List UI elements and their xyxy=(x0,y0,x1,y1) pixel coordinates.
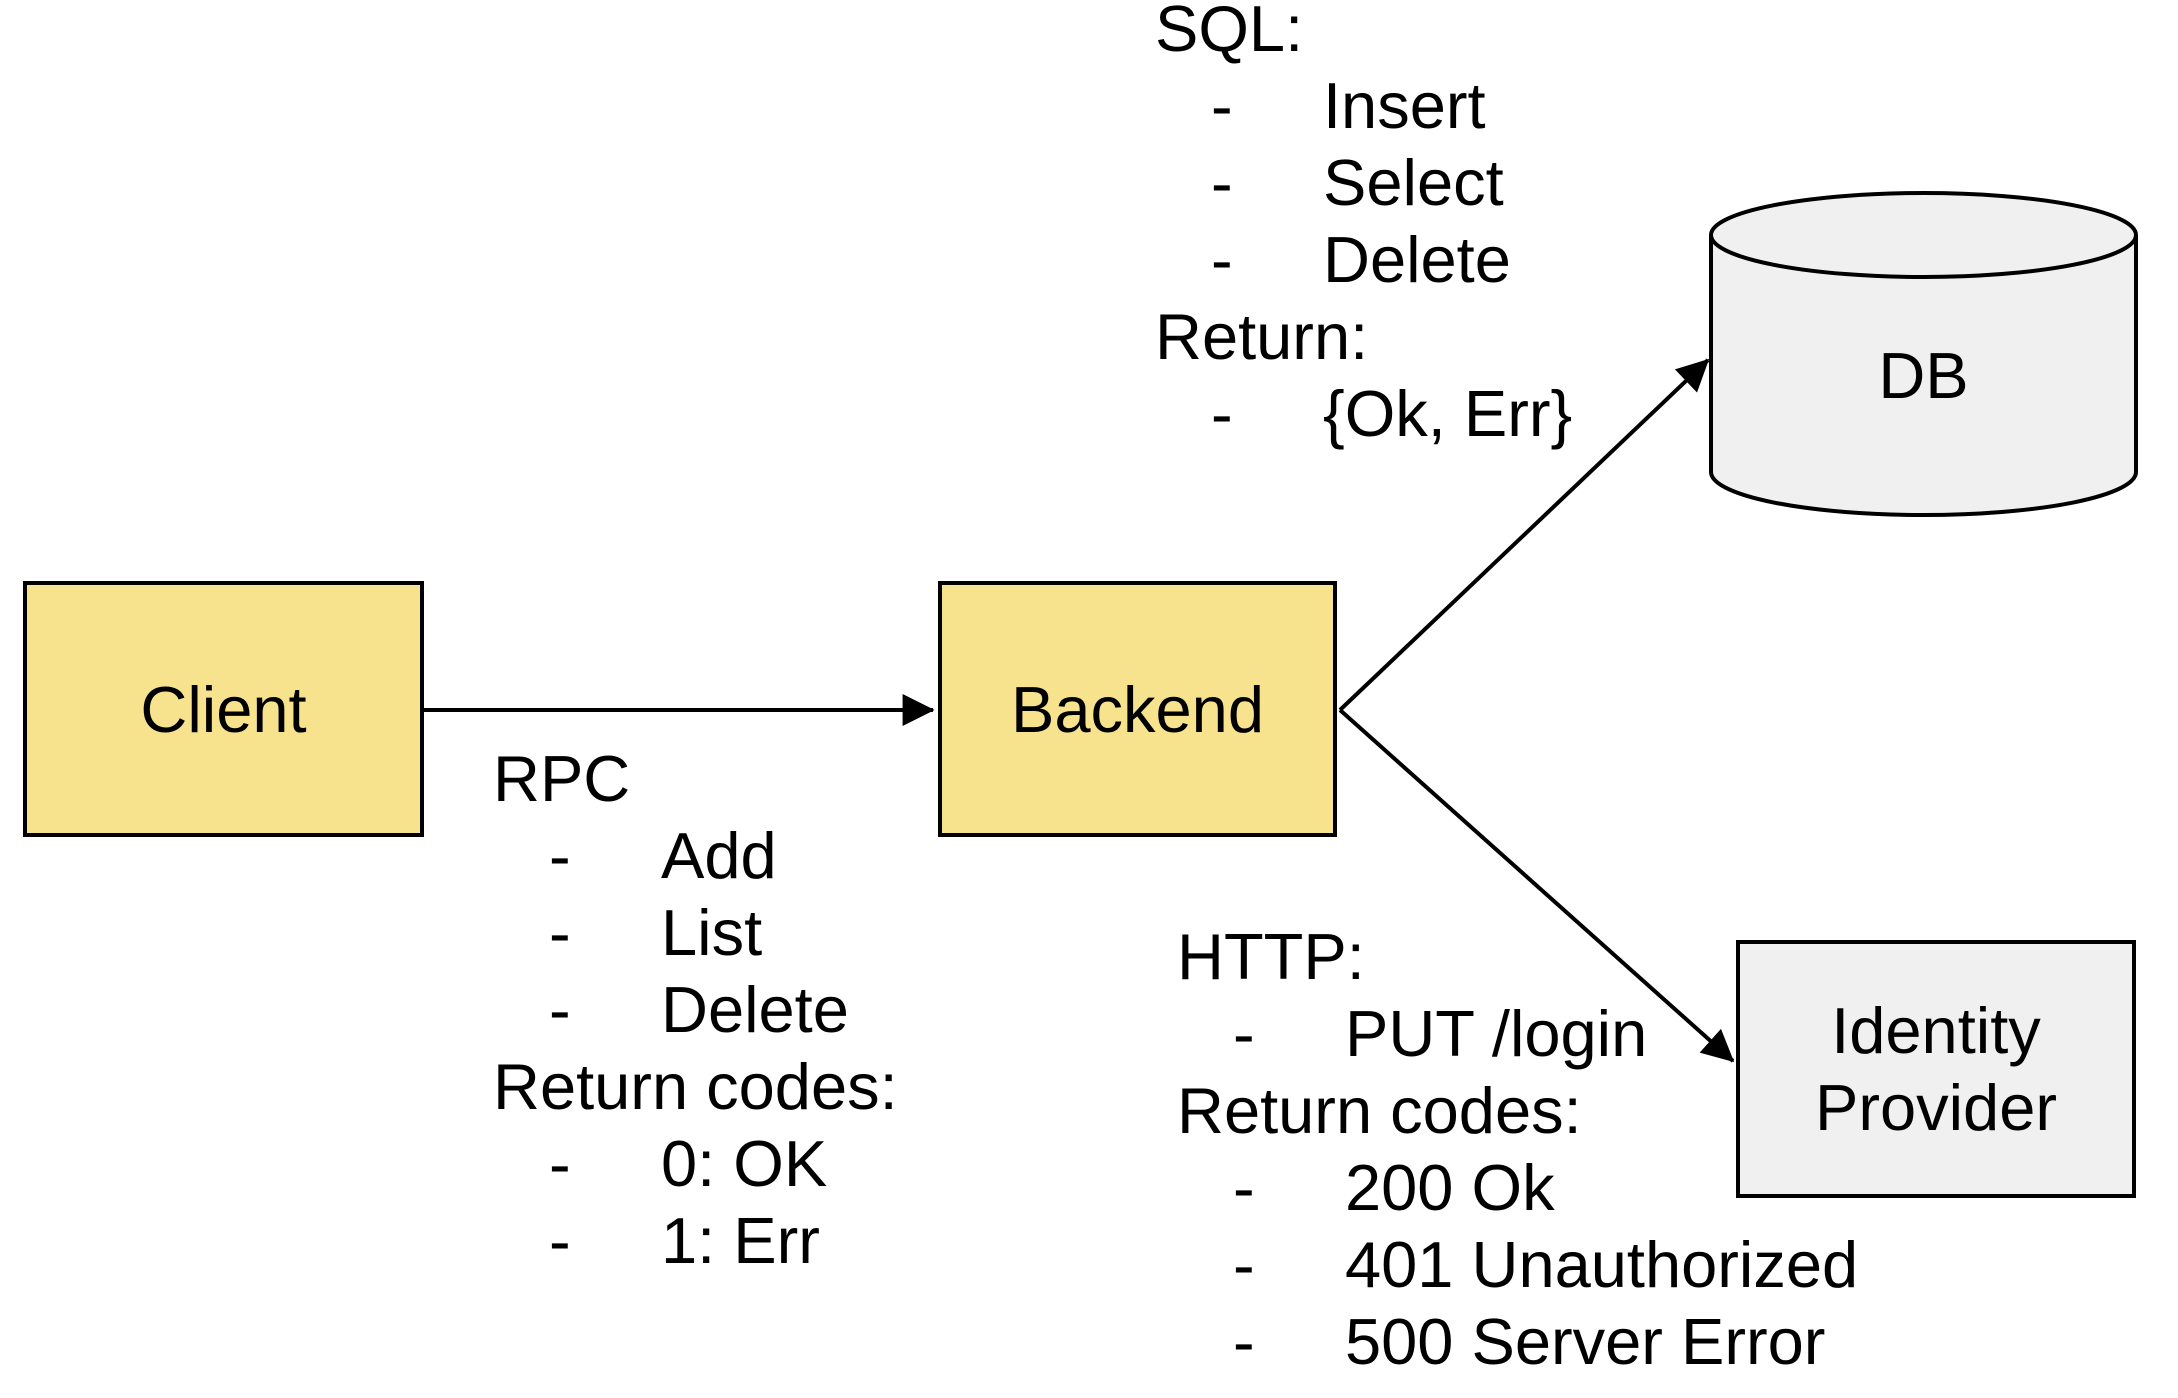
annotation-http: HTTP: -PUT /login Return codes: -200 Ok … xyxy=(1177,918,1858,1380)
annotation-line: Return codes: xyxy=(493,1050,898,1123)
annotation-line: -Insert xyxy=(1211,69,1486,142)
bullet-dash: - xyxy=(549,896,571,969)
annotation-line: RPC xyxy=(493,742,631,815)
annotation-line: -Select xyxy=(1211,146,1504,219)
annotation-line: -{Ok, Err} xyxy=(1211,377,1573,450)
annotation-line: Return codes: xyxy=(1177,1074,1582,1147)
node-client-label: Client xyxy=(140,672,307,746)
bullet-dash: - xyxy=(549,1127,571,1200)
bullet-dash: - xyxy=(1233,1305,1255,1378)
annotation-line: SQL: xyxy=(1155,0,1304,65)
annotation-rpc: RPC -Add -List -Delete Return codes: -0:… xyxy=(493,740,898,1279)
bullet-dash: - xyxy=(1233,1151,1255,1224)
bullet-dash: - xyxy=(1211,223,1233,296)
annotation-line: -Add xyxy=(549,819,777,892)
annotation-line: -List xyxy=(549,896,763,969)
bullet-dash: - xyxy=(1211,146,1233,219)
annotation-line: -500 Server Error xyxy=(1233,1305,1826,1378)
node-client: Client xyxy=(23,581,424,837)
annotation-line: -Delete xyxy=(549,973,849,1046)
bullet-dash: - xyxy=(1211,377,1233,450)
bullet-dash: - xyxy=(549,1204,571,1277)
backend-to-db-arrow xyxy=(1338,358,1710,712)
bullet-dash: - xyxy=(1233,1228,1255,1301)
node-identity-provider-label: Identity Provider xyxy=(1814,994,2058,1144)
bullet-dash: - xyxy=(1211,69,1233,142)
annotation-line: -0: OK xyxy=(549,1127,828,1200)
node-backend-label: Backend xyxy=(1011,672,1264,746)
annotation-line: HTTP: xyxy=(1177,920,1365,993)
node-identity-provider: Identity Provider xyxy=(1736,940,2136,1198)
annotation-line: -PUT /login xyxy=(1233,997,1648,1070)
annotation-sql: SQL: -Insert -Select -Delete Return: -{O… xyxy=(1155,0,1572,452)
bullet-dash: - xyxy=(549,973,571,1046)
annotation-line: -Delete xyxy=(1211,223,1511,296)
bullet-dash: - xyxy=(1233,997,1255,1070)
node-backend: Backend xyxy=(938,581,1337,837)
node-db-label: DB xyxy=(1878,338,1969,412)
backend-to-idp-arrow xyxy=(1338,708,1735,1063)
bullet-dash: - xyxy=(549,819,571,892)
annotation-line: -1: Err xyxy=(549,1204,820,1277)
db-cylinder-shape xyxy=(1709,191,2138,517)
annotation-line: Return: xyxy=(1155,300,1369,373)
annotation-line: -200 Ok xyxy=(1233,1151,1555,1224)
annotation-line: -401 Unauthorized xyxy=(1233,1228,1859,1301)
